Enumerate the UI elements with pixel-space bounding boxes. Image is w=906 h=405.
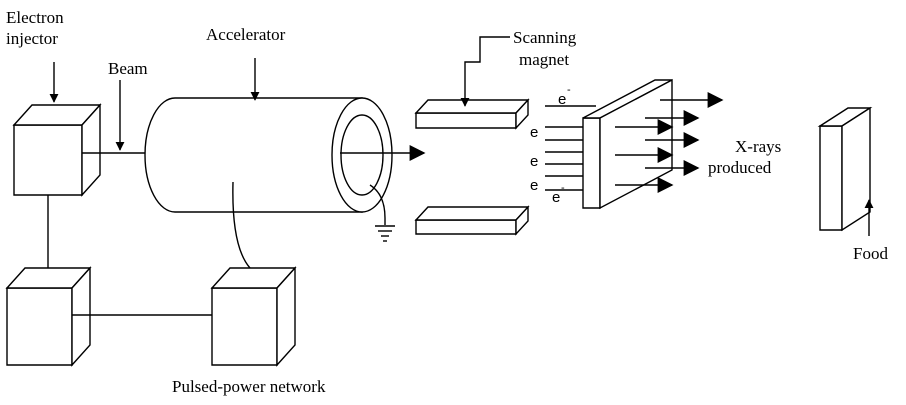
- power-box-left: [5, 266, 92, 367]
- food-plate: [817, 106, 873, 232]
- label-pulsed-power-network: Pulsed-power network: [172, 377, 326, 396]
- target-plate: [582, 78, 673, 210]
- power-box-right: [210, 266, 297, 367]
- label-produced: produced: [708, 158, 772, 177]
- electron-label-2: e: [530, 124, 538, 141]
- label-magnet: magnet: [519, 50, 569, 69]
- ground-icon: [369, 184, 395, 242]
- label-electron: Electron: [6, 8, 64, 27]
- scanning-magnet-top: [414, 98, 530, 130]
- power-cable: [232, 181, 251, 269]
- electron-minus-1: -: [567, 84, 571, 96]
- electron-lines: [545, 105, 596, 191]
- electron-minus-5: -: [561, 182, 565, 194]
- electron-injector-box: [12, 103, 102, 197]
- label-injector: injector: [6, 29, 58, 48]
- electron-label-5: e: [552, 189, 560, 206]
- accelerator-cylinder: [144, 97, 393, 213]
- electron-label-4: e: [530, 177, 538, 194]
- label-xrays: X-rays: [735, 137, 781, 156]
- label-food: Food: [853, 244, 888, 263]
- label-accelerator: Accelerator: [206, 25, 286, 44]
- electron-label-1: e: [558, 91, 566, 108]
- label-scanning: Scanning: [513, 28, 577, 47]
- scanning-magnet-bottom: [414, 205, 530, 236]
- scanning-magnet-arrow: [460, 36, 510, 107]
- electron-label-3: e: [530, 153, 538, 170]
- label-beam: Beam: [108, 59, 148, 78]
- xray-arrows: [615, 92, 724, 193]
